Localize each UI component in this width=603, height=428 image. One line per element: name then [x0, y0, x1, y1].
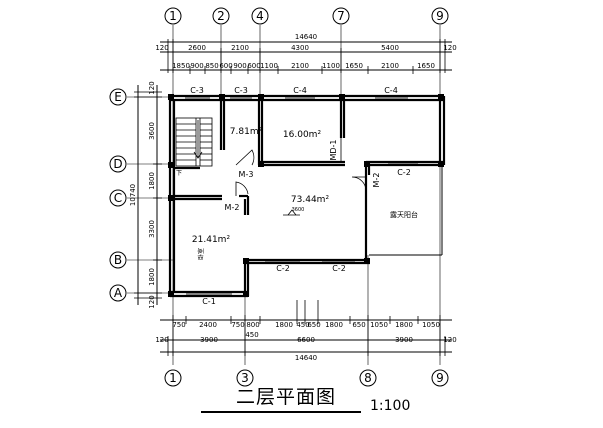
dim-top-r2-0: 1850 — [172, 62, 190, 70]
axis-bottom-9: 9 — [436, 371, 444, 385]
dim-left-4: 1800 — [148, 268, 156, 286]
top-dimensions — [160, 39, 452, 74]
hall-width: 3600 — [292, 207, 305, 213]
left-dimensions — [134, 85, 162, 305]
axis-left-a: A — [114, 286, 123, 300]
dim-bot-r1-10: 1800 — [395, 321, 413, 329]
axis-top-7: 7 — [337, 9, 345, 23]
axis-circles — [109, 7, 449, 387]
dim-bot-r2-4: 120 — [443, 336, 456, 344]
dim-bot-r1-5: 450 — [296, 321, 309, 329]
dim-top-r1-5: 120 — [443, 44, 456, 52]
columns — [168, 94, 444, 297]
dim-left-5: 120 — [148, 295, 156, 308]
label-c3-right: C-3 — [234, 86, 248, 95]
window-fills — [186, 161, 418, 293]
dim-top-r2-3: 600 — [219, 62, 232, 70]
dim-top-r2-11: 1650 — [417, 62, 435, 70]
axis-bottom-8: 8 — [364, 371, 372, 385]
dim-bot-r2-0: 120 — [155, 336, 168, 344]
dim-top-total: 14640 — [295, 33, 317, 41]
room-area-2: 16.00m² — [283, 130, 322, 140]
dim-top-r1-2: 2100 — [231, 44, 249, 52]
axis-top-9: 9 — [436, 9, 444, 23]
axis-top-2: 2 — [217, 9, 225, 23]
dim-bot-r1-2: 750 — [231, 321, 244, 329]
dim-left-0: 120 — [148, 81, 156, 94]
dim-top-r2-1: 900 — [190, 62, 203, 70]
dim-bot-r1-9: 1050 — [370, 321, 388, 329]
dim-top-r2-5: 600 — [247, 62, 260, 70]
dim-bot-r1-8: 650 — [352, 321, 365, 329]
dim-bot-r1-6: 650 — [307, 321, 320, 329]
dim-bot-r2-2: 6600 — [297, 336, 315, 344]
label-c1: C-1 — [202, 297, 216, 306]
axis-bottom-3: 3 — [241, 371, 249, 385]
axis-top-4: 4 — [256, 9, 264, 23]
label-m2-right: M-2 — [372, 173, 381, 188]
room-area-1: 7.81m² — [230, 127, 263, 137]
dim-left-3: 3300 — [148, 220, 156, 238]
bottom-dimensions — [160, 300, 452, 356]
dim-bot-r1-4: 1800 — [275, 321, 293, 329]
label-c4-right: C-4 — [384, 86, 398, 95]
room-name-4: 卧室 — [197, 248, 205, 260]
doors — [235, 138, 367, 196]
balcony-outline — [369, 165, 443, 256]
dim-bot-r1-7: 1800 — [325, 321, 343, 329]
axis-top-1: 1 — [169, 9, 177, 23]
axis-left-b: B — [114, 253, 122, 267]
dim-top-r2-10: 2100 — [381, 62, 399, 70]
label-c2-bl: C-2 — [276, 264, 290, 273]
label-c3-left: C-3 — [190, 86, 204, 95]
dim-left-total: 10740 — [129, 184, 137, 206]
dim-bot-r2-3: 3900 — [395, 336, 413, 344]
axis-left-d: D — [113, 157, 122, 171]
dim-top-r1-3: 4300 — [291, 44, 309, 52]
room-area-4: 21.41m² — [192, 235, 231, 245]
stair-down-label: 下 — [176, 170, 182, 177]
dim-top-r2-8: 1100 — [322, 62, 340, 70]
dim-top-r2-4: 900 — [233, 62, 246, 70]
dim-top-r2-9: 1650 — [345, 62, 363, 70]
plan-title: 二层平面图 — [236, 386, 337, 408]
label-c4-left: C-4 — [293, 86, 307, 95]
dim-bot-r1-1: 2400 — [199, 321, 217, 329]
dim-bot-total: 14640 — [295, 354, 317, 362]
dim-top-r1-4: 5400 — [381, 44, 399, 52]
dim-bot-extra: 450 — [245, 331, 258, 339]
axis-left-e: E — [114, 90, 122, 104]
axis-left-c: C — [114, 191, 122, 205]
label-c2-br: C-2 — [332, 264, 346, 273]
dim-left-1: 3600 — [148, 122, 156, 140]
plan-scale: 1:100 — [370, 398, 411, 414]
room-area-3: 73.44m² — [291, 195, 330, 205]
dim-top-r2-2: 850 — [205, 62, 218, 70]
dim-bot-r1-3: 800 — [246, 321, 259, 329]
dim-top-r1-0: 120 — [155, 44, 168, 52]
dim-top-r2-7: 2100 — [291, 62, 309, 70]
terrace-label: 露天阳台 — [390, 210, 418, 219]
title-underline — [201, 411, 361, 413]
dim-top-r2-6: 1100 — [260, 62, 278, 70]
staircase — [175, 117, 213, 167]
dim-bot-r2-1: 3900 — [200, 336, 218, 344]
label-m2-bedroom: M-2 — [225, 203, 240, 212]
label-md1: MD-1 — [329, 139, 338, 160]
dim-left-2: 1800 — [148, 172, 156, 190]
label-m3: M-3 — [239, 170, 254, 179]
axis-bottom-1: 1 — [169, 371, 177, 385]
elevation-mark — [283, 209, 300, 216]
dim-bot-r1-11: 1050 — [422, 321, 440, 329]
dim-top-r1-1: 2600 — [188, 44, 206, 52]
label-c2-right: C-2 — [397, 168, 411, 177]
dim-bot-r1-0: 750 — [172, 321, 185, 329]
